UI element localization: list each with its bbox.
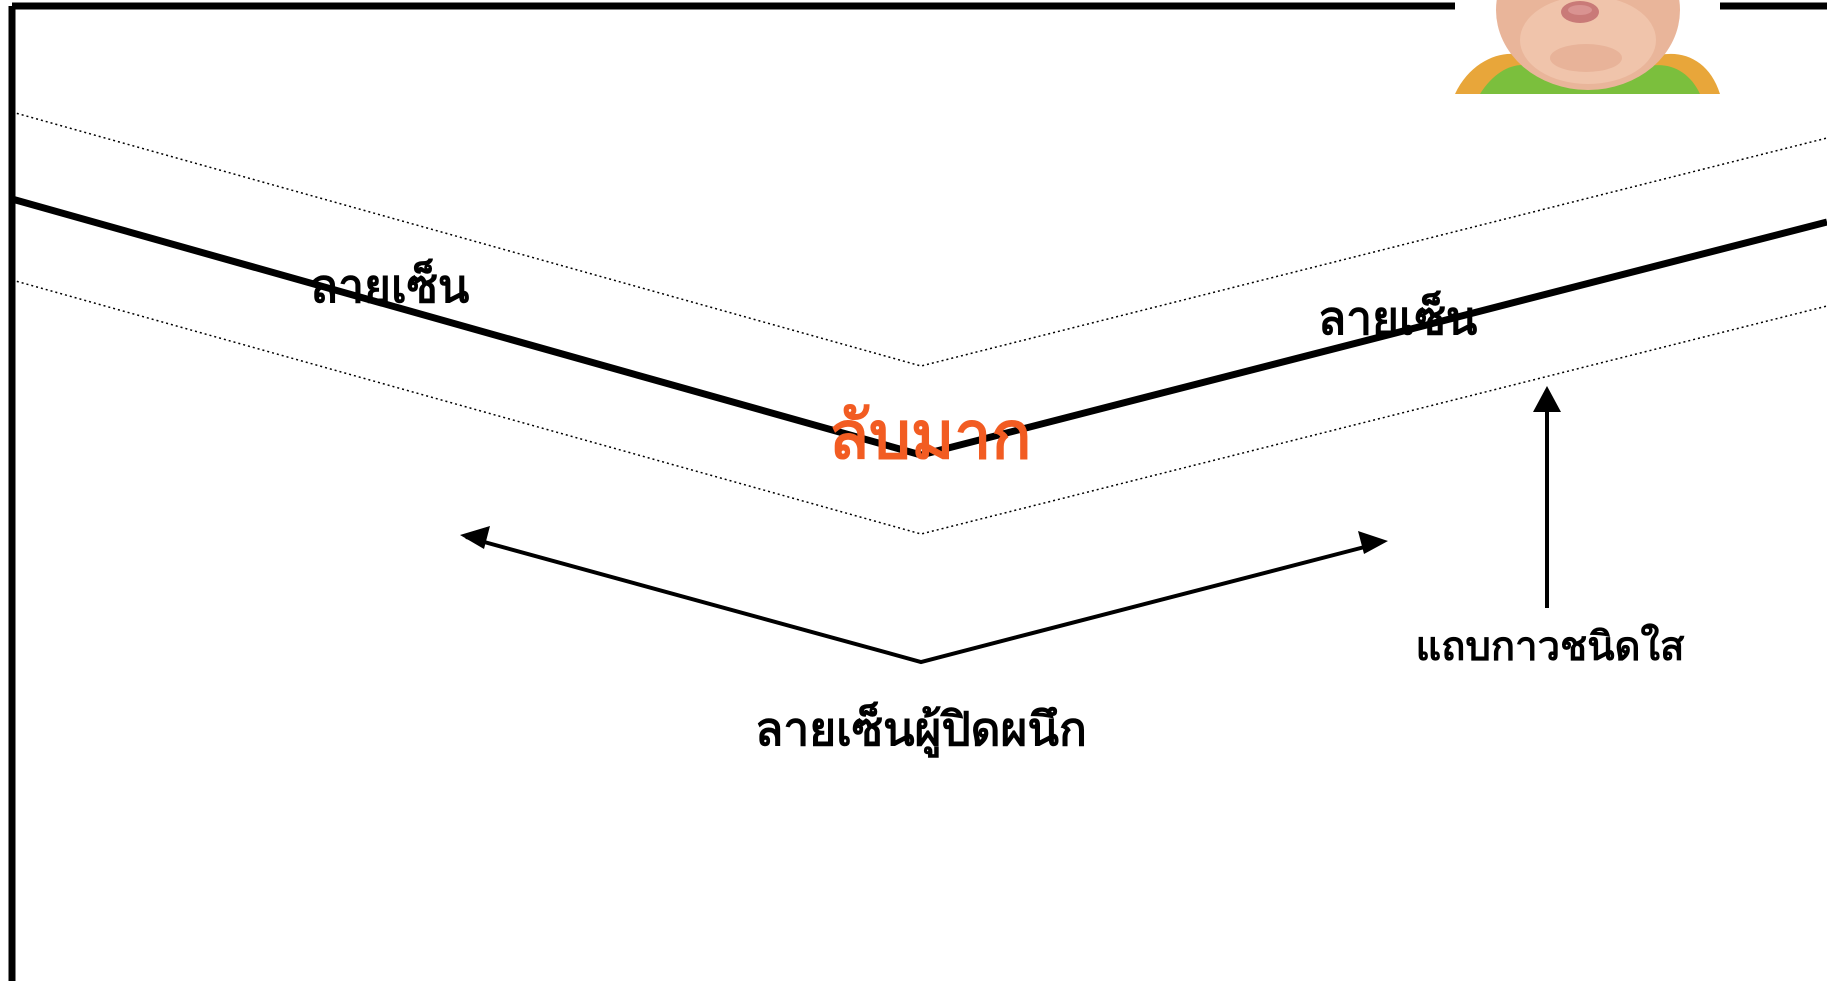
- tape-lower-edge: [11, 279, 1827, 535]
- signature-label-right: ลายเซ็น: [1318, 290, 1478, 345]
- double-arrow-shaft: [465, 535, 1381, 665]
- tape-upper-edge: [11, 111, 1827, 367]
- double-arrow-left-head: [460, 526, 490, 549]
- arrow-up-icon: [1533, 386, 1561, 412]
- sealer-signature-label: ลายเซ็นผู้ปิดผนึก: [755, 701, 1087, 758]
- baby-face-photo: [1455, 0, 1720, 94]
- signature-label-left: ลายเซ็น: [310, 258, 470, 313]
- envelope-flap-line: [11, 195, 1827, 459]
- clear-tape-label: แถบกาวชนิดใส: [1416, 623, 1686, 670]
- secret-label: ลับมาก: [829, 397, 1032, 474]
- double-arrow-right-head: [1358, 531, 1388, 554]
